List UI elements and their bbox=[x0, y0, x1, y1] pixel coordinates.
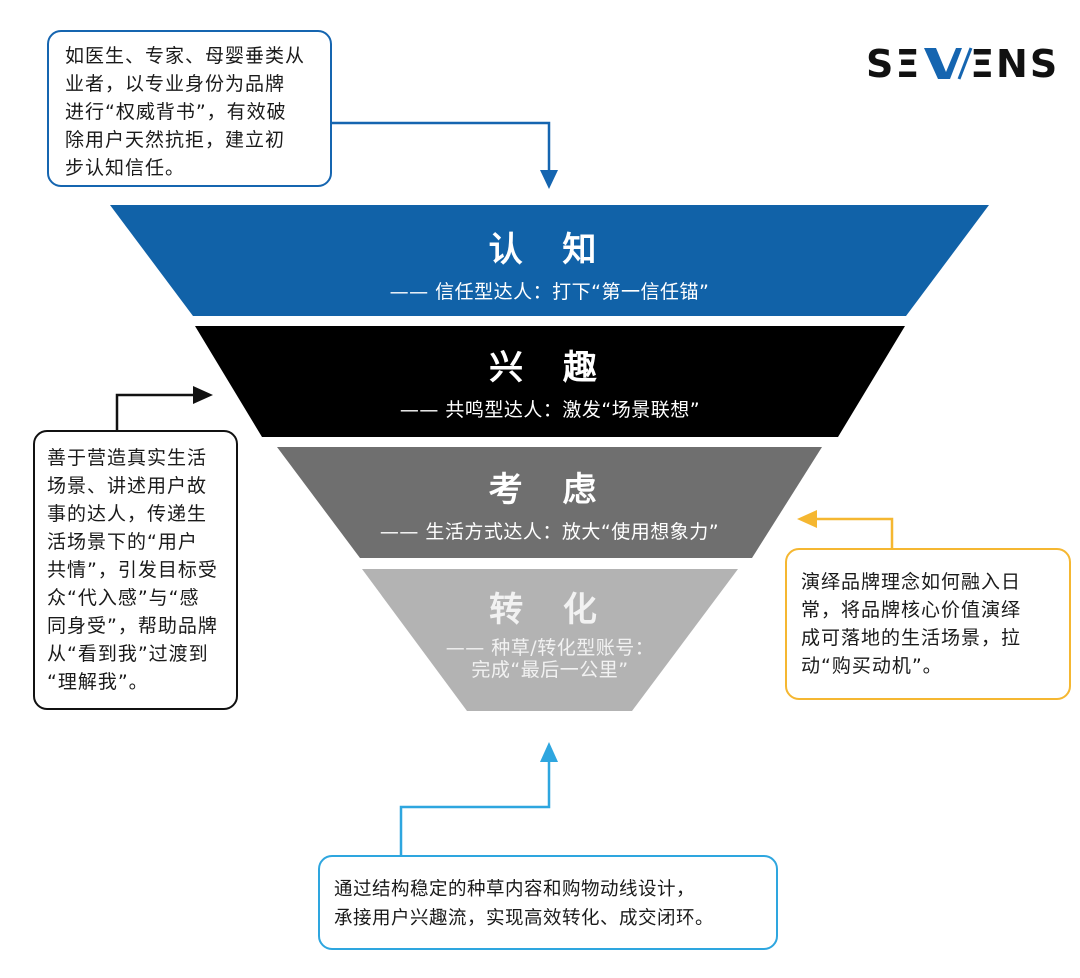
callout-line: 常，将品牌核心价值演绎 bbox=[801, 599, 1022, 621]
callout-line: 善于营造真实生活 bbox=[47, 447, 208, 469]
callout-conversion: 通过结构稳定的种草内容和购物动线设计， 承接用户兴趣流，实现高效转化、成交闭环。 bbox=[318, 855, 778, 950]
funnel-band-interest bbox=[195, 326, 905, 437]
arrow-up-icon bbox=[540, 742, 558, 762]
callout-line: 场景、讲述用户故 bbox=[47, 475, 208, 497]
logo-text-right: ΞNS bbox=[970, 42, 1059, 86]
stage-subtitle-line-1: —— 种草/转化型账号： bbox=[445, 637, 655, 659]
arrow-left-icon bbox=[797, 510, 817, 528]
callout-line: “理解我”。 bbox=[47, 671, 149, 693]
stage-title: 兴 趣 bbox=[489, 348, 611, 388]
callout-line: 业者，以专业身份为品牌 bbox=[65, 73, 286, 95]
callout-lifestyle: 演绎品牌理念如何融入日 常，将品牌核心价值演绎 成可落地的生活场景，拉 动“购买… bbox=[785, 548, 1071, 700]
callout-authority: 如医生、专家、母婴垂类从 业者，以专业身份为品牌 进行“权威背书”，有效破 除用… bbox=[47, 30, 332, 187]
stage-title: 转 化 bbox=[489, 590, 611, 630]
callout-line: 步认知信任。 bbox=[65, 157, 186, 179]
callout-line: 演绎品牌理念如何融入日 bbox=[801, 571, 1022, 593]
connector-conversion bbox=[399, 742, 558, 855]
callout-line: 同身受”，帮助品牌 bbox=[47, 615, 218, 637]
stage-title: 考 虑 bbox=[488, 470, 611, 510]
stage-subtitle-line-2: 完成“最后一公里” bbox=[471, 659, 629, 681]
stage-conversion: 转 化 —— 种草/转化型账号： 完成“最后一公里” bbox=[362, 582, 738, 681]
stage-subtitle: —— 信任型达人：打下“第一信任锚” bbox=[389, 281, 710, 303]
stage-consideration: 考 虑 —— 生活方式达人：放大“使用想象力” bbox=[277, 462, 822, 544]
funnel-band-conversion bbox=[362, 569, 738, 711]
callout-line: 众“代入感”与“感 bbox=[47, 587, 200, 609]
callout-line: 共情”，引发目标受 bbox=[47, 559, 218, 581]
arrow-right-icon bbox=[193, 386, 213, 404]
callout-line: 除用户天然抗拒，建立初 bbox=[65, 129, 286, 151]
callout-line: 进行“权威背书”，有效破 bbox=[65, 101, 287, 123]
callout-line: 动“购买动机”。 bbox=[801, 655, 943, 677]
stage-subtitle: —— 生活方式达人：放大“使用想象力” bbox=[379, 521, 720, 543]
arrow-down-icon bbox=[540, 170, 558, 189]
callout-line: 成可落地的生活场景，拉 bbox=[801, 627, 1022, 649]
connector-authority bbox=[332, 121, 558, 189]
callout-line: 通过结构稳定的种草内容和购物动线设计， bbox=[334, 879, 696, 900]
callout-line: 承接用户兴趣流，实现高效转化、成交闭环。 bbox=[334, 908, 715, 929]
callout-line: 活场景下的“用户 bbox=[47, 531, 198, 553]
logo-text-left: SΞ bbox=[866, 42, 921, 86]
callout-line: 事的达人，传递生 bbox=[47, 503, 208, 525]
callout-line: 从“看到我”过渡到 bbox=[47, 643, 209, 665]
callout-resonance: 善于营造真实生活 场景、讲述用户故 事的达人，传递生 活场景下的“用户 共情”，… bbox=[33, 430, 238, 710]
stage-title: 认 知 bbox=[488, 230, 611, 270]
stage-interest: 兴 趣 —— 共鸣型达人：激发“场景联想” bbox=[195, 340, 905, 422]
logo-v-mark bbox=[924, 48, 962, 79]
connector-resonance bbox=[115, 386, 213, 430]
funnel-band-consideration bbox=[277, 447, 822, 558]
connector-lifestyle bbox=[797, 510, 894, 548]
stage-subtitle: —— 共鸣型达人：激发“场景联想” bbox=[399, 399, 701, 421]
funnel-band-awareness bbox=[110, 205, 989, 316]
sevens-logo: SΞ ΞNS bbox=[866, 42, 1059, 86]
callout-line: 如医生、专家、母婴垂类从 bbox=[65, 45, 306, 67]
stage-awareness: 认 知 —— 信任型达人：打下“第一信任锚” bbox=[110, 222, 989, 304]
